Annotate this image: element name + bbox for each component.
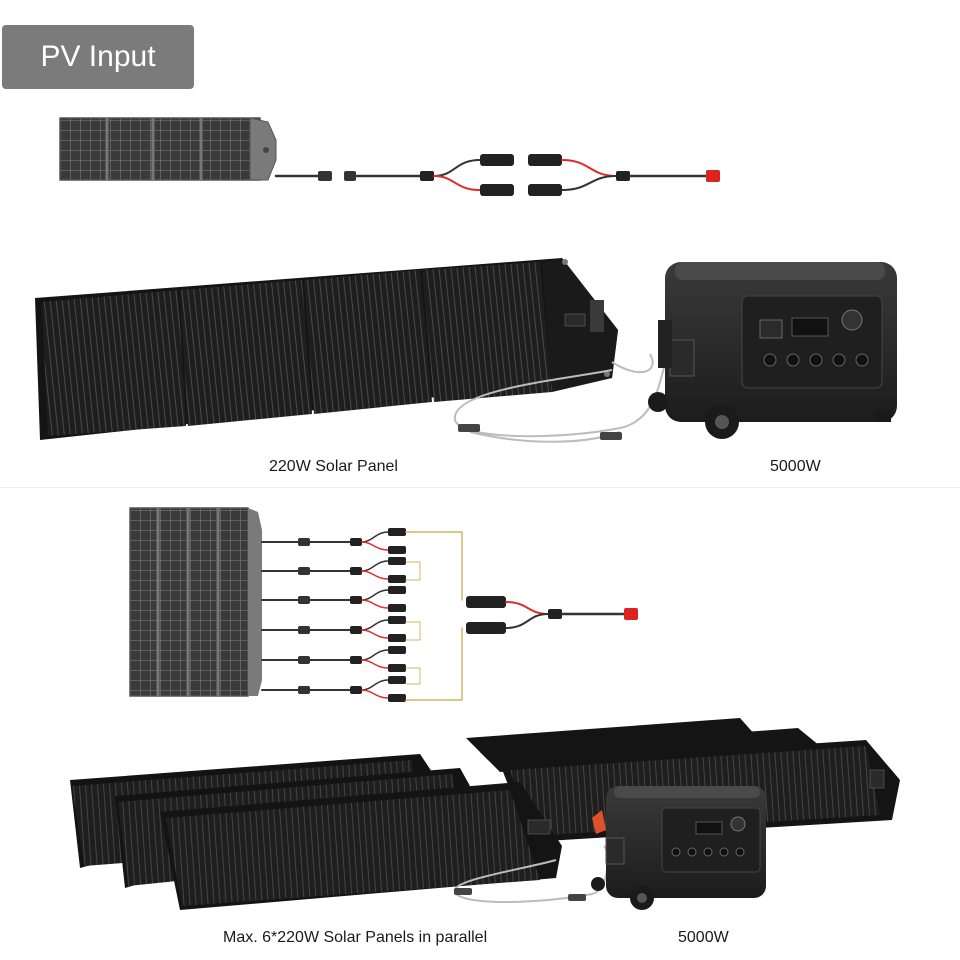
stacked-panels-diagram <box>129 507 262 697</box>
caption-220w-solar-panel: 220W Solar Panel <box>269 458 398 475</box>
folded-panel-diagram <box>59 117 277 181</box>
section-divider <box>0 487 960 488</box>
pv-input-title: PV Input <box>2 25 194 89</box>
power-station-5000w <box>648 262 897 439</box>
caption-power-station-parallel: 5000W <box>678 929 729 946</box>
y-branch-cable-diagram <box>274 154 720 196</box>
connection-cable-parallel <box>453 845 609 903</box>
parallel-branch-cables <box>261 528 638 703</box>
solar-panel-array-left <box>70 754 562 910</box>
caption-parallel-panels: Max. 6*220W Solar Panels in parallel <box>223 929 488 946</box>
caption-power-station: 5000W <box>770 458 821 475</box>
solar-panel-220w <box>35 258 618 440</box>
power-station-5000w-parallel <box>591 786 766 910</box>
